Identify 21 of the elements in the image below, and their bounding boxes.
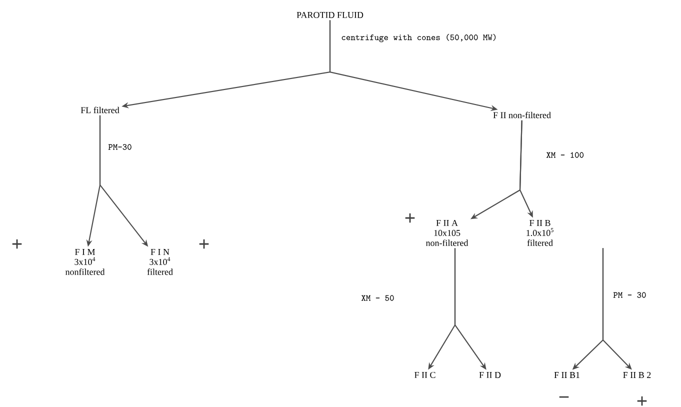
step-label: centrifuge with cones (50,000 MW) bbox=[342, 34, 496, 42]
fraction-label: F II B 1.0x10$^{5}$ filtered bbox=[526, 220, 554, 246]
sign-mark: + bbox=[12, 239, 22, 249]
fraction-label: F II A 10x105 non-filtered bbox=[426, 220, 468, 246]
fraction-label: F I N 3x10$^{4}$ filtered bbox=[147, 249, 173, 275]
sign-mark: − bbox=[559, 396, 569, 398]
fraction-label: FL filtered bbox=[80, 106, 120, 114]
fraction-label: F II D bbox=[479, 372, 501, 378]
fraction-label: PAROTID FLUID bbox=[296, 12, 364, 18]
sign-mark: + bbox=[637, 396, 647, 406]
step-label: XM - 100 bbox=[546, 152, 584, 158]
fraction-label: F II non-filtered bbox=[493, 112, 551, 118]
fraction-label: F II B 2 bbox=[623, 372, 651, 378]
fraction-label: F I M 3x10$^{4}$ nonfiltered bbox=[65, 249, 105, 275]
step-label: XM - 50 bbox=[361, 295, 394, 301]
sign-mark: + bbox=[199, 239, 209, 249]
fraction-label: F II B1 bbox=[554, 372, 580, 378]
step-label: PM-30 bbox=[108, 144, 132, 150]
fraction-label: F II C bbox=[414, 372, 436, 378]
sign-mark: + bbox=[405, 213, 415, 223]
step-label: PM - 30 bbox=[613, 292, 646, 298]
